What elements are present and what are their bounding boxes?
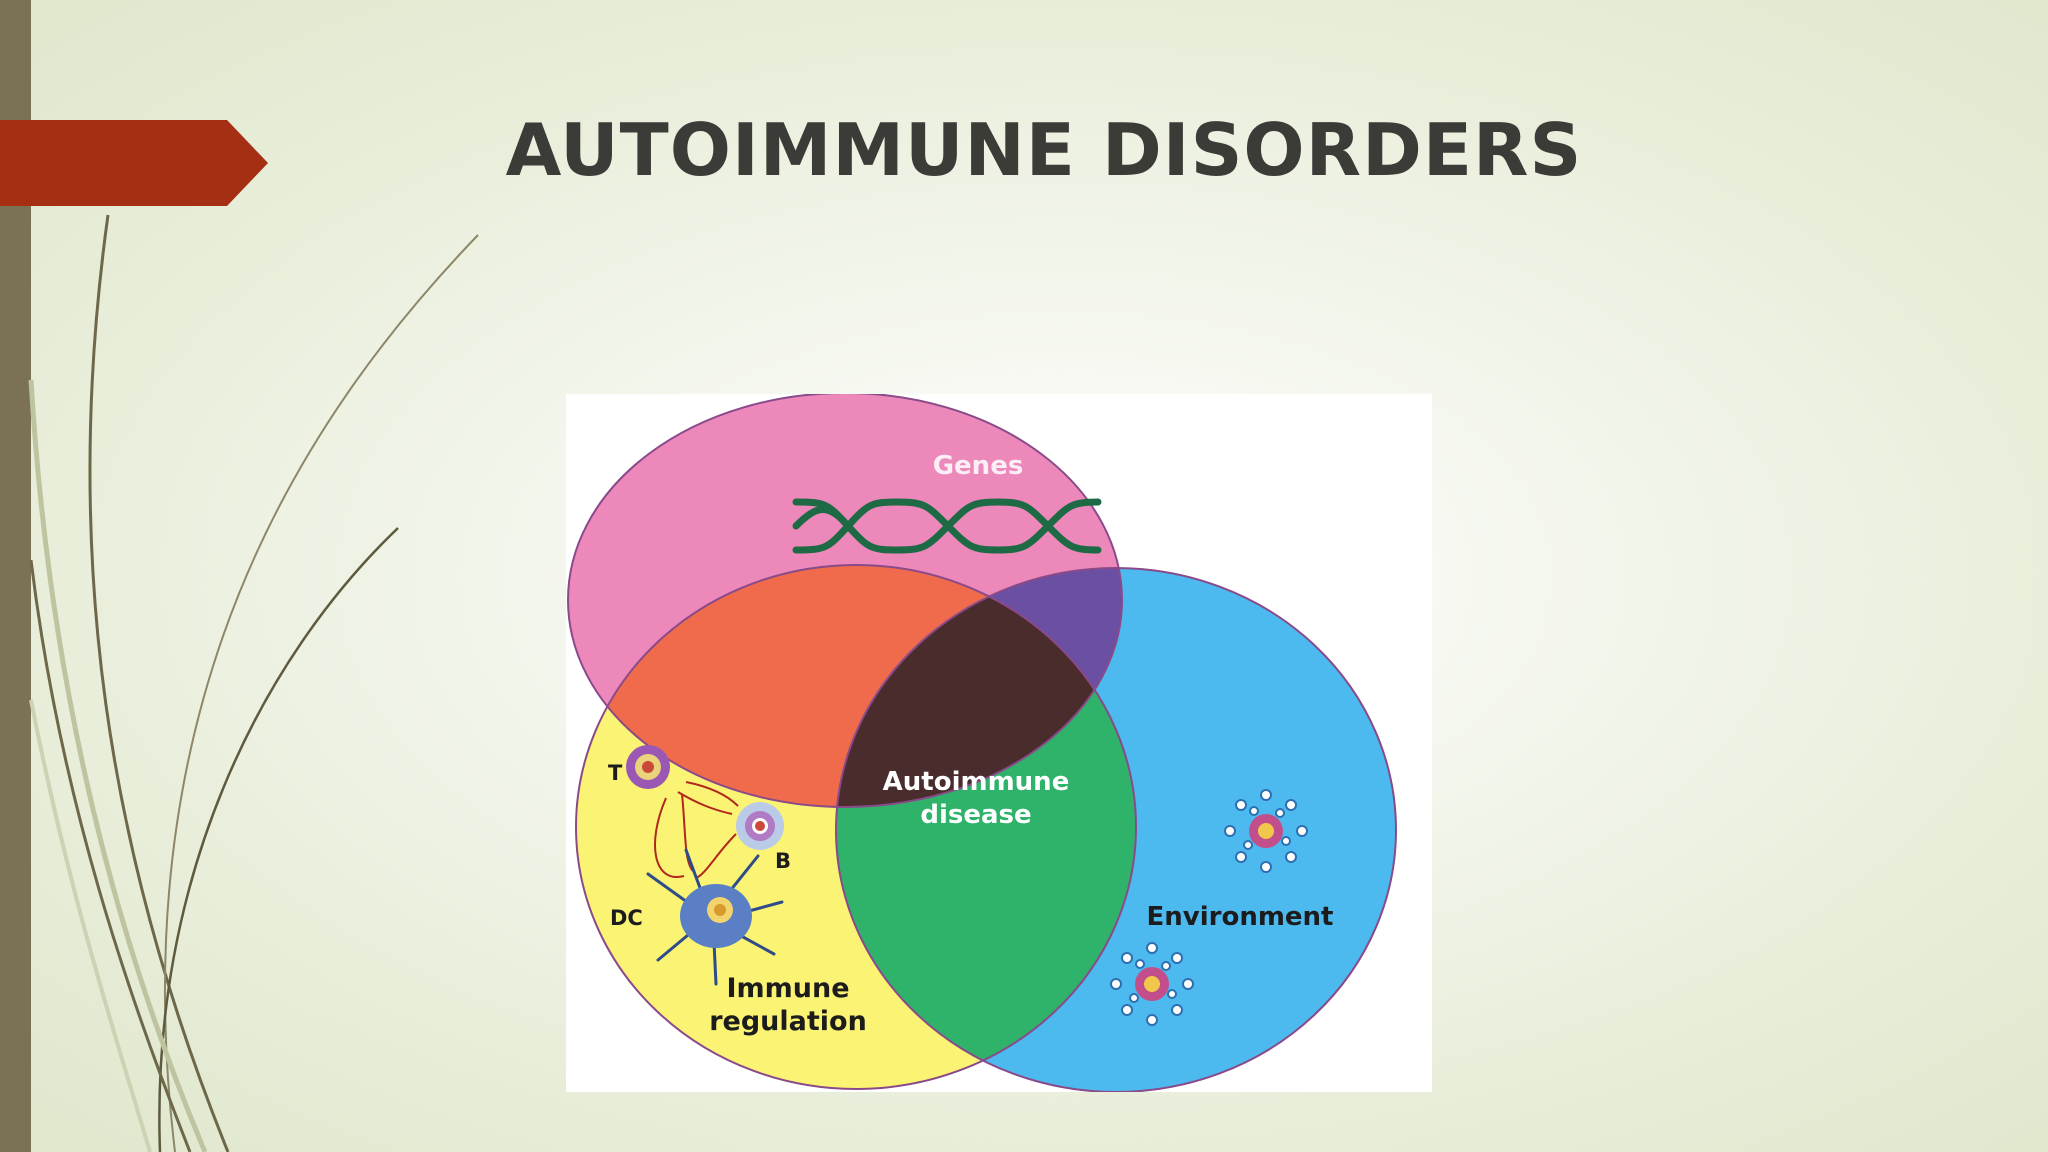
venn-diagram: Genes Autoimmune disease Environment Imm… [567, 394, 1397, 1092]
genes-label: Genes [933, 451, 1024, 481]
virus-icon [1110, 942, 1194, 1026]
dna-helix-icon [792, 506, 852, 530]
virus-icon [1224, 789, 1308, 873]
genes-circle-outline [567, 394, 1123, 808]
b-cell-label: B [775, 849, 791, 873]
swoosh-line [88, 214, 230, 1152]
center-label-line1: Autoimmune [883, 767, 1070, 797]
environment-label: Environment [1147, 902, 1334, 932]
swoosh-line [29, 559, 192, 1152]
t-cell-label: T [608, 761, 623, 785]
swoosh-line [163, 234, 479, 1152]
section-tab [0, 120, 268, 206]
venn-diagram-panel: Genes Autoimmune disease Environment Imm… [566, 394, 1432, 1092]
center-label-line2: disease [920, 800, 1031, 830]
b-cell-icon [736, 802, 784, 850]
t-cell-icon [626, 745, 670, 789]
immune-label-line1: Immune [726, 973, 849, 1004]
immune-label-line2: regulation [709, 1006, 867, 1037]
environment-circle-outline [835, 567, 1397, 1092]
immune-circle-outline [575, 564, 1137, 1090]
decorative-swooshes [28, 214, 479, 1152]
slide-title: AUTOIMMUNE DISORDERS [505, 108, 1583, 192]
dendritic-cell-icon [646, 848, 784, 986]
swoosh-line [158, 527, 399, 1152]
dc-label: DC [610, 906, 643, 930]
swoosh-line [28, 379, 208, 1152]
cell-arrows [654, 781, 739, 879]
swoosh-line [29, 699, 152, 1152]
